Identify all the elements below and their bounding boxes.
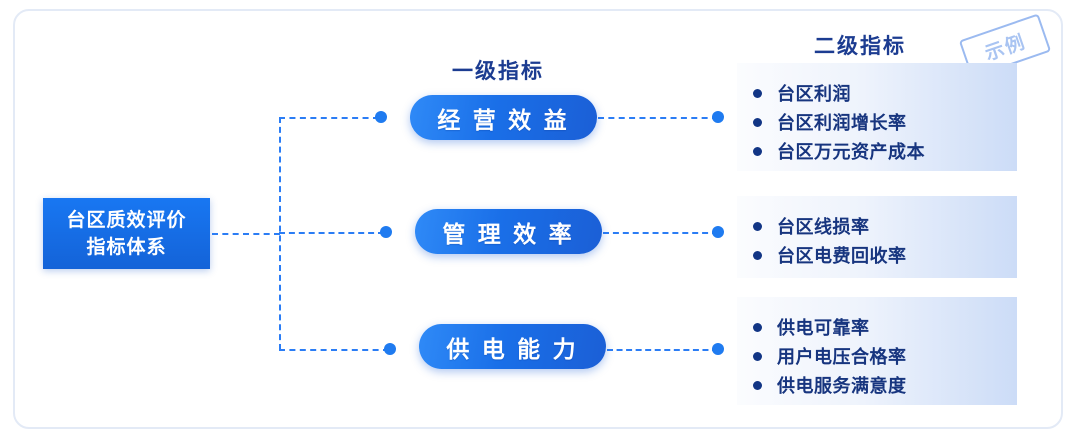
bullet-icon	[753, 146, 762, 156]
root-node-label: 台区质效评价 指标体系	[66, 209, 187, 258]
level2-item-label: 台区线损率	[777, 217, 870, 237]
bullet-icon	[753, 221, 762, 231]
bullet-icon	[753, 88, 762, 98]
level2-item-label: 台区利润增长率	[777, 113, 907, 133]
connector-trunk-to-pill-0	[279, 117, 379, 119]
list-item[interactable]: 供电可靠率	[737, 314, 1017, 340]
heading-level-1: 一级指标	[452, 60, 544, 83]
connector-root-to-trunk	[212, 233, 280, 235]
level2-item-label: 供电服务满意度	[777, 376, 907, 396]
level1-node-2[interactable]: 供 电 能 力	[419, 324, 606, 369]
level2-item-label: 用户电压合格率	[777, 347, 907, 367]
connector-trunk-to-pill-1	[279, 232, 384, 234]
connector-pill-2-to-panel	[607, 349, 718, 351]
connector-dot-pill-0-right	[712, 111, 724, 123]
list-item[interactable]: 台区电费回收率	[737, 242, 1017, 268]
level1-node-2-label: 供 电 能 力	[446, 335, 579, 362]
level2-item-label: 台区利润	[777, 84, 851, 104]
connector-pill-1-to-panel	[603, 232, 718, 234]
bullet-icon	[753, 250, 762, 260]
connector-pill-0-to-panel	[598, 117, 718, 119]
level2-panel-2: 供电可靠率 用户电压合格率 供电服务满意度	[737, 297, 1017, 405]
bullet-icon	[753, 351, 762, 361]
list-item[interactable]: 台区万元资产成本	[737, 138, 1017, 164]
level1-node-0-label: 经 营 效 益	[437, 106, 570, 133]
bullet-icon	[753, 380, 762, 390]
list-item[interactable]: 供电服务满意度	[737, 372, 1017, 398]
connector-dot-pill-1-left	[380, 226, 392, 238]
level1-node-0[interactable]: 经 营 效 益	[410, 95, 597, 140]
level2-panel-0: 台区利润 台区利润增长率 台区万元资产成本	[737, 63, 1017, 171]
connector-dot-pill-2-left	[384, 343, 396, 355]
connector-dot-pill-2-right	[712, 343, 724, 355]
level2-panel-1: 台区线损率 台区电费回收率	[737, 196, 1017, 278]
connector-trunk-to-pill-2	[279, 349, 389, 351]
level1-node-1[interactable]: 管 理 效 率	[415, 209, 602, 254]
level2-item-label: 台区万元资产成本	[777, 142, 925, 162]
heading-level-2: 二级指标	[814, 35, 906, 58]
example-stamp-label: 示例	[982, 31, 1029, 65]
list-item[interactable]: 台区利润增长率	[737, 109, 1017, 135]
level2-item-label: 台区电费回收率	[777, 246, 907, 266]
level1-node-1-label: 管 理 效 率	[442, 220, 575, 247]
bullet-icon	[753, 117, 762, 127]
list-item[interactable]: 台区利润	[737, 80, 1017, 106]
connector-dot-pill-1-right	[712, 226, 724, 238]
list-item[interactable]: 台区线损率	[737, 213, 1017, 239]
list-item[interactable]: 用户电压合格率	[737, 343, 1017, 369]
root-node[interactable]: 台区质效评价 指标体系	[43, 198, 210, 269]
level2-item-label: 供电可靠率	[777, 318, 870, 338]
connector-dot-pill-0-left	[375, 111, 387, 123]
bullet-icon	[753, 322, 762, 332]
